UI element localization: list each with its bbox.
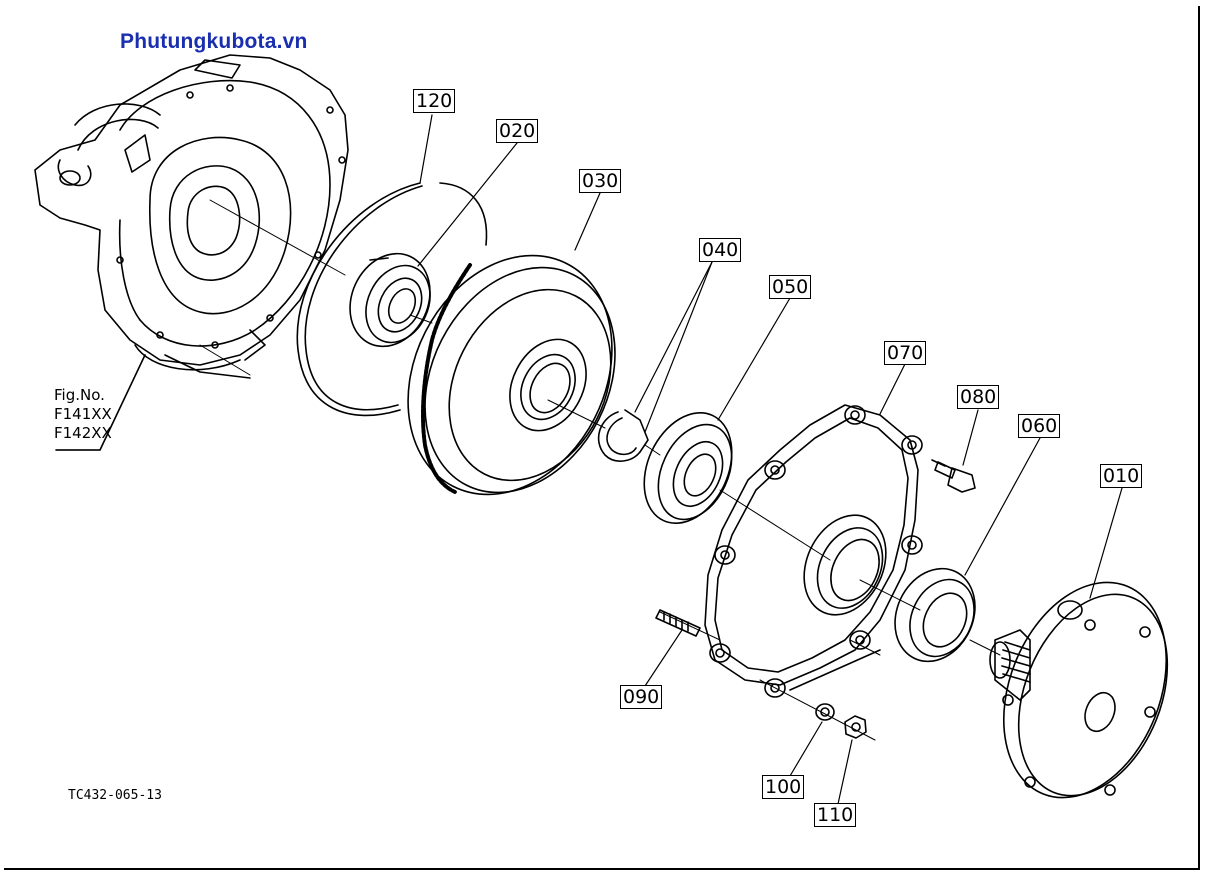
gear-030 (407, 254, 616, 496)
callout-100: 100 (762, 775, 805, 799)
bolt-080 (931, 459, 976, 493)
callout-070: 070 (884, 341, 927, 365)
watermark: Phutungkubota.vn (120, 30, 308, 53)
bearing-020 (349, 252, 431, 348)
callout-110: 110 (814, 803, 857, 827)
washer-100 (815, 703, 835, 721)
assembly-axis-lines (199, 199, 1001, 741)
callout-030: 030 (579, 169, 622, 193)
callout-010: 010 (1100, 464, 1143, 488)
callout-120: 120 (413, 89, 456, 113)
callout-050: 050 (769, 275, 812, 299)
bearing-050 (643, 411, 733, 525)
snap-ring-040 (597, 409, 649, 462)
callout-060: 060 (1018, 414, 1061, 438)
figure-number-2: F142XX (54, 424, 112, 442)
figure-number-label: Fig.No. F141XX F142XX (54, 386, 112, 443)
oil-seal-060 (894, 567, 976, 663)
cover-070 (704, 404, 923, 698)
figure-number-1: F141XX (54, 405, 112, 423)
figure-heading: Fig.No. (54, 386, 105, 404)
callout-020: 020 (496, 119, 539, 143)
nut-110 (844, 715, 867, 739)
leader-lines (55, 114, 1123, 805)
callout-080: 080 (957, 385, 1000, 409)
drawing-code: TC432-065-13 (68, 788, 162, 803)
callout-040: 040 (699, 238, 742, 262)
flange-shaft-010 (989, 581, 1169, 799)
stud-090 (655, 609, 701, 637)
callout-090: 090 (620, 685, 663, 709)
o-ring-120 (296, 182, 488, 417)
